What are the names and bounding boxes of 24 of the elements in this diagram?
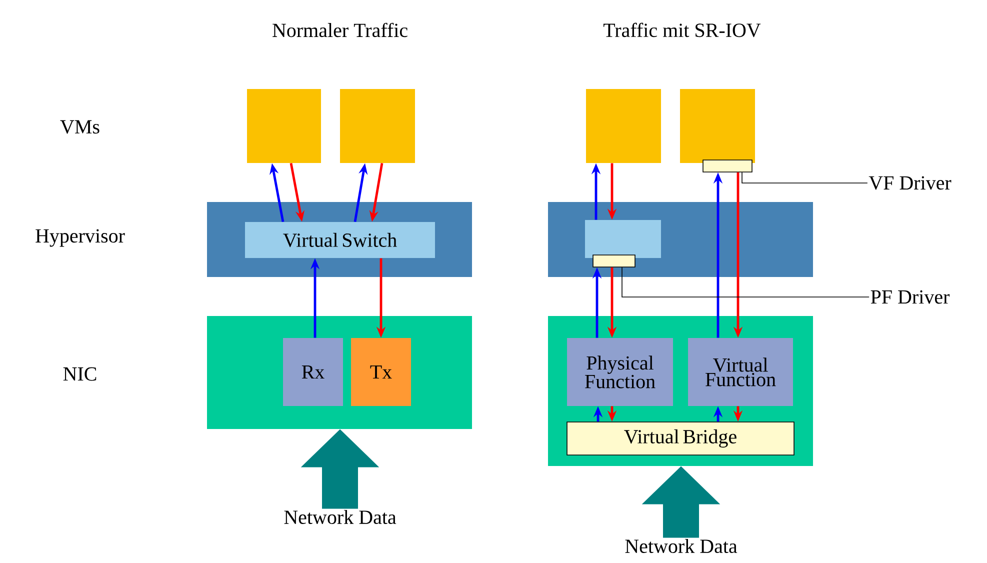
row-label: Traffic mit SR-IOV <box>603 22 761 38</box>
bridge-box: Virtual Bridge <box>566 422 794 456</box>
switch-box <box>585 220 661 258</box>
switch-box: Virtual Switch <box>245 222 435 258</box>
function-box: Physical Function <box>567 338 673 406</box>
row-label: Normaler Traffic <box>272 22 408 38</box>
vm-box <box>340 89 415 163</box>
row-label: NIC <box>63 367 96 381</box>
vm-box <box>680 89 755 163</box>
row-label: Hypervisor <box>36 229 125 247</box>
queue-box: Rx <box>283 338 343 406</box>
callout-label: VF Driver <box>868 176 952 190</box>
vm-box <box>586 89 661 163</box>
callout-label: PF Driver <box>870 290 950 304</box>
driver-box <box>592 254 636 268</box>
caption-label: Network Data <box>284 510 396 524</box>
row-label: VMs <box>60 120 100 134</box>
driver-box <box>702 160 752 172</box>
queue-box: Tx <box>351 338 411 406</box>
leader-line <box>742 172 868 184</box>
caption-label: Network Data <box>625 538 738 554</box>
vm-box <box>247 89 321 163</box>
function-box: Virtual Function <box>688 338 793 406</box>
leader-line <box>622 267 870 298</box>
